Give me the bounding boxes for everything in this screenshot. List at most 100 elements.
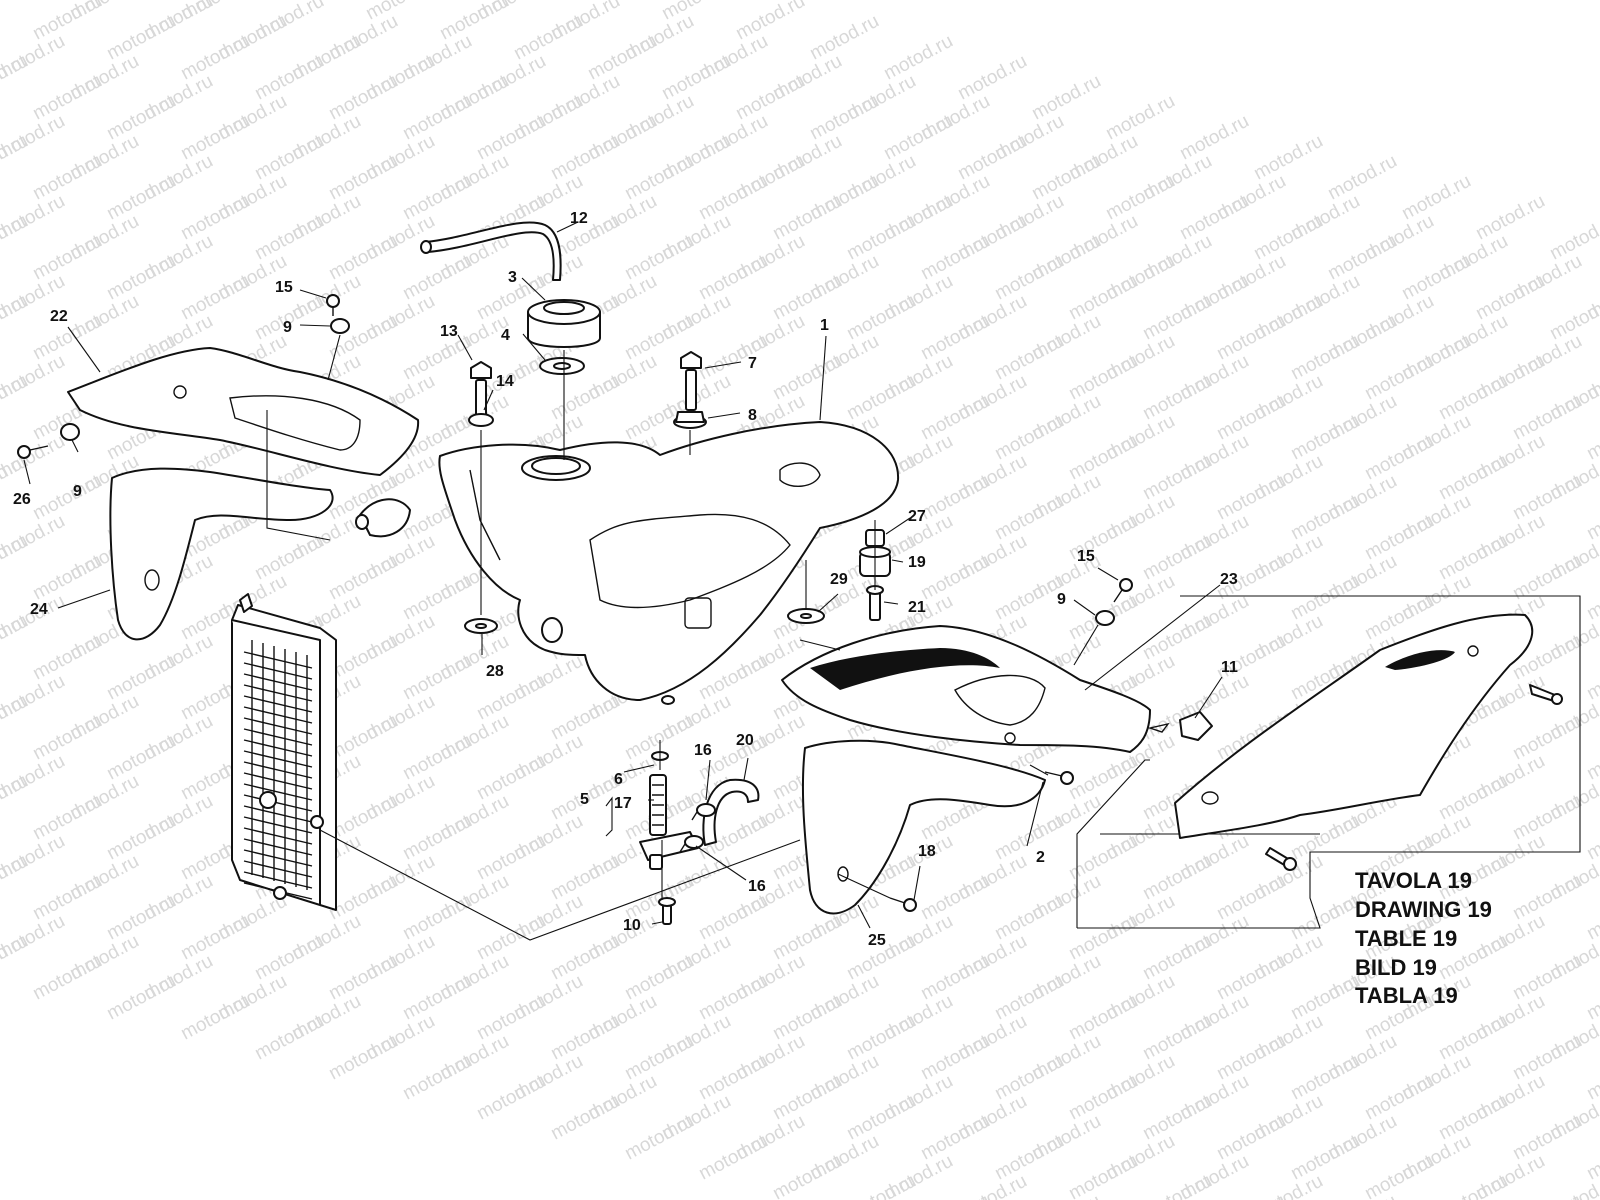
- radiator-fin: [243, 662, 313, 680]
- watermark-text: motod.ru: [547, 371, 623, 425]
- watermark-text: motod.ru: [29, 791, 105, 845]
- watermark-text: motod.ru: [917, 551, 993, 605]
- watermark-text: motod.ru: [1509, 791, 1585, 845]
- watermark-text: motod.ru: [399, 651, 475, 705]
- watermark-text: motod.ru: [769, 1071, 845, 1125]
- watermark-text: motod.ru: [917, 391, 993, 445]
- watermark-text: motod.ru: [769, 911, 845, 965]
- screw-2: [1044, 771, 1074, 785]
- watermark-text: motod.ru: [621, 151, 697, 205]
- watermark-text: motod.ru: [1250, 211, 1326, 265]
- watermark-text: motod.ru: [1213, 871, 1289, 925]
- watermark-text: motod.ru: [991, 891, 1067, 945]
- watermark-text: motod.ru: [29, 871, 105, 925]
- watermark-text: motod.ru: [473, 111, 549, 165]
- left-lower-scoop: [109, 467, 411, 641]
- watermark-text: motod.ru: [1065, 991, 1141, 1045]
- callout-26: 26: [13, 491, 31, 508]
- watermark-text: motod.ru: [1435, 1171, 1511, 1200]
- watermark-text: motod.ru: [695, 251, 771, 305]
- callout-labels: 1 2 3 4 5 6 7 8 9 9 9 10 11 12 13 14 15 …: [13, 210, 1238, 949]
- watermark-text: motod.ru: [1435, 451, 1511, 505]
- callout-19: 19: [908, 554, 926, 571]
- watermark-text: motod.ru: [769, 191, 845, 245]
- watermark-text: motod.ru: [1583, 1051, 1600, 1105]
- tank-screw: [680, 351, 702, 411]
- radiator-fin: [243, 871, 313, 889]
- fuel-tap: [639, 751, 699, 925]
- callout-6: 6: [614, 771, 623, 788]
- watermark-text: motod.ru: [1287, 331, 1363, 385]
- watermark-text: motod.ru: [1287, 971, 1363, 1025]
- table-title-fr: TABLE 19: [1355, 926, 1457, 951]
- watermark-text: motod.ru: [769, 351, 845, 405]
- watermark-text: motod.ru: [1509, 1191, 1585, 1200]
- callout-9-left: 9: [73, 483, 82, 500]
- fuel-hose: [702, 778, 760, 846]
- callout-11: 11: [1221, 659, 1238, 676]
- callout-12: 12: [570, 210, 588, 227]
- watermark-text: motod.ru: [1583, 971, 1600, 1025]
- watermark-text: motod.ru: [695, 1131, 771, 1185]
- callout-14: 14: [496, 373, 514, 390]
- watermark-text: motod.ru: [547, 131, 623, 185]
- watermark-text: motod.ru: [806, 91, 882, 145]
- watermark-text: motod.ru: [843, 1011, 919, 1065]
- watermark-text: motod.ru: [1583, 811, 1600, 865]
- watermark-text: motod.ru: [103, 11, 179, 65]
- radiator-fin: [243, 860, 313, 878]
- watermark-text: motod.ru: [399, 811, 475, 865]
- table-title-de: BILD 19: [1355, 955, 1437, 980]
- watermark-text: motod.ru: [1139, 451, 1215, 505]
- watermark-text: motod.ru: [843, 371, 919, 425]
- watermark-text: motod.ru: [991, 491, 1067, 545]
- watermark-text: motod.ru: [1213, 1191, 1289, 1200]
- watermark-text: motod.ru: [1213, 631, 1289, 685]
- watermark-text: motod.ru: [547, 1011, 623, 1065]
- watermark-text: motod.ru: [954, 1171, 1030, 1200]
- watermark-text: motod.ru: [1250, 131, 1326, 185]
- watermark-text: motod.ru: [1250, 1171, 1326, 1200]
- watermark-text: motod.ru: [991, 411, 1067, 465]
- radiator-fin: [243, 695, 313, 713]
- watermark-text: motod.ru: [177, 111, 253, 165]
- hose-clamp-upper: [691, 803, 716, 821]
- watermark-text: motod.ru: [917, 871, 993, 925]
- callout-16-lower: 16: [748, 878, 766, 895]
- watermark-text: motod.ru: [547, 851, 623, 905]
- watermark-text: motod.ru: [1509, 711, 1585, 765]
- watermark-text: motod.ru: [1583, 571, 1600, 625]
- callout-leaders: [23, 221, 1223, 929]
- screw-26: [17, 445, 49, 459]
- callout-28: 28: [486, 663, 504, 680]
- watermark-text: motod.ru: [917, 951, 993, 1005]
- callout-5: 5: [580, 791, 589, 808]
- watermark-text: motod.ru: [695, 331, 771, 385]
- watermark-text: motod.ru: [1102, 91, 1178, 145]
- watermark-text: motod.ru: [251, 931, 327, 985]
- watermark-text: motod.ru: [29, 551, 105, 605]
- watermark-text: motod.ru: [695, 971, 771, 1025]
- watermark-text: motod.ru: [769, 271, 845, 325]
- watermark-text: motod.ru: [991, 971, 1067, 1025]
- watermark-text: motod.ru: [621, 231, 697, 285]
- watermark-text: motod.ru: [1583, 891, 1600, 945]
- callout-18: 18: [918, 843, 936, 860]
- watermark-text: motod.ru: [1583, 1131, 1600, 1185]
- watermark-text: motod.ru: [399, 251, 475, 305]
- watermark-text: motod.ru: [954, 51, 1030, 105]
- watermark-text: motod.ru: [399, 731, 475, 785]
- watermark-text: motod.ru: [1028, 71, 1104, 125]
- washer-rear: [787, 608, 825, 624]
- watermark-text: motod.ru: [473, 751, 549, 805]
- watermark-text: motod.ru: [1176, 111, 1252, 165]
- table-title-es: TABLA 19: [1355, 983, 1458, 1008]
- callout-22: 22: [50, 308, 68, 325]
- watermark-text: motod.ru: [695, 1051, 771, 1105]
- watermark-text: motod.ru: [621, 1111, 697, 1165]
- watermark-text: motod.ru: [177, 271, 253, 325]
- watermark-text: motod.ru: [29, 151, 105, 205]
- hose-clamp-lower: [679, 835, 704, 853]
- watermark-text: motod.ru: [1176, 191, 1252, 245]
- radiator-fin: [243, 739, 313, 757]
